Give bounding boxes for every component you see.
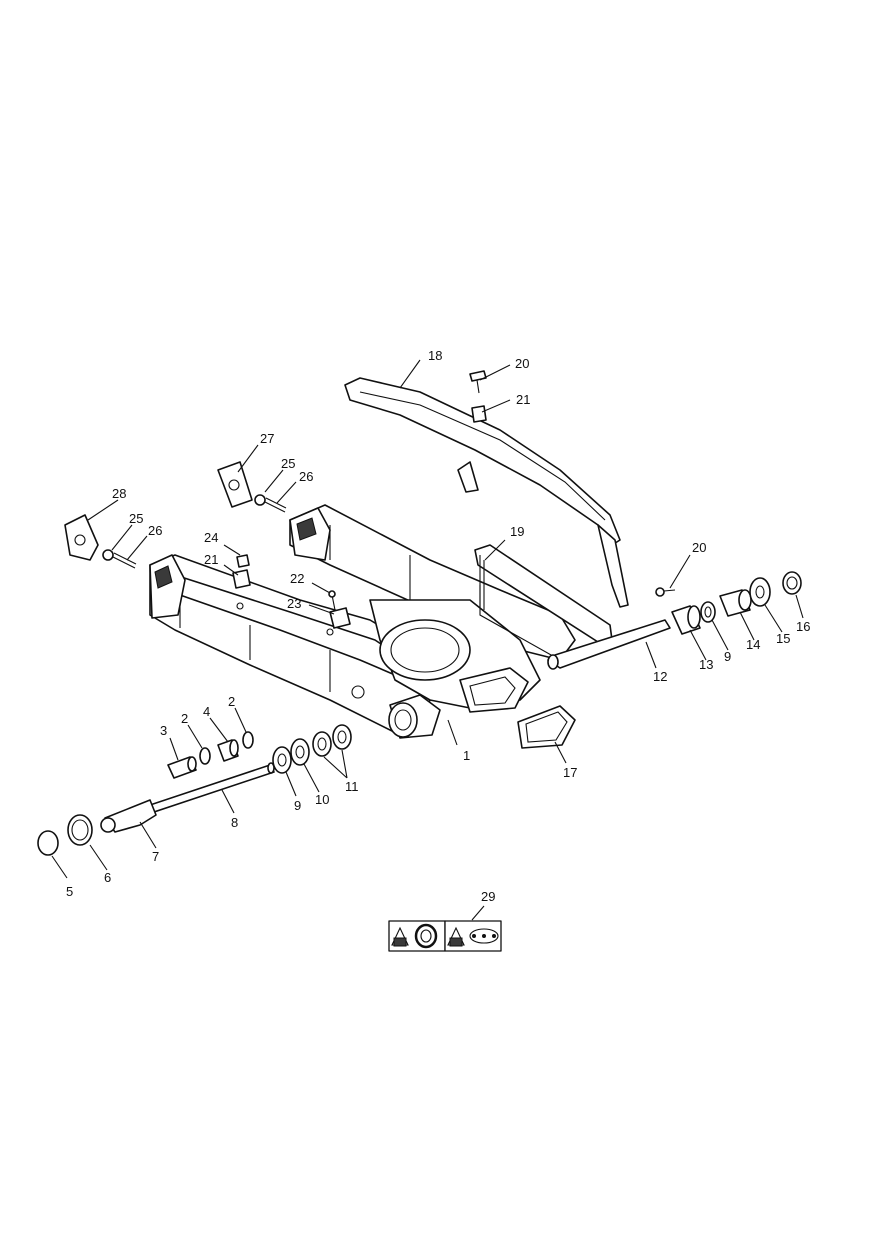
cap-24 (236, 554, 250, 568)
nut-21-top (471, 405, 487, 423)
callout-28: 28 (112, 486, 126, 501)
cap-5 (37, 830, 59, 856)
pivot-adjuster-7 (100, 799, 157, 833)
adjuster-plate-27 (217, 461, 253, 508)
callout-27: 27 (260, 431, 274, 446)
spacer-13 (671, 605, 701, 635)
washer-10 (290, 738, 310, 766)
callout-8: 8 (231, 815, 238, 830)
warning-nut-torque-icon (391, 926, 409, 947)
callout-10: 10 (315, 792, 329, 807)
callout-5: 5 (66, 884, 73, 899)
callout-13: 13 (699, 657, 713, 672)
bush-14 (719, 589, 752, 617)
seal-2-right (242, 731, 254, 749)
bolt-22 (328, 590, 336, 611)
bearing-icon (414, 923, 438, 949)
sleeve-3 (167, 756, 197, 779)
callout-16: 16 (796, 619, 810, 634)
adjuster-block-28 (64, 514, 99, 561)
callout-3: 3 (160, 723, 167, 738)
washer-11a (312, 731, 332, 757)
callout-11: 11 (345, 779, 359, 794)
adjuster-bolt-left (102, 549, 137, 569)
bolt-20-top (469, 370, 487, 394)
callout-20-right: 20 (692, 540, 706, 555)
callout-25-left: 25 (129, 511, 143, 526)
washer-9-right (700, 601, 716, 623)
washer-9-left (272, 746, 292, 774)
chain-icon (469, 928, 499, 944)
chain-guard (344, 377, 629, 608)
callout-20-top: 20 (515, 356, 529, 371)
clamp-6 (67, 814, 93, 846)
callout-9-left: 9 (294, 798, 301, 813)
callout-14: 14 (746, 637, 760, 652)
callout-24: 24 (204, 530, 218, 545)
bearing-4 (217, 739, 239, 762)
warning-nut-torque-icon-2 (447, 926, 465, 947)
callout-19: 19 (510, 524, 524, 539)
callout-1: 1 (463, 748, 470, 763)
rubber-seal-17 (517, 705, 576, 749)
service-icons-box (388, 920, 502, 952)
seal-2-left (199, 747, 211, 765)
callout-9-right: 9 (724, 649, 731, 664)
spindle-12 (547, 619, 671, 670)
callout-23: 23 (287, 596, 301, 611)
callout-12: 12 (653, 669, 667, 684)
washer-15 (749, 577, 771, 607)
callout-7: 7 (152, 849, 159, 864)
callout-26-right: 26 (299, 469, 313, 484)
callout-25-right: 25 (281, 456, 295, 471)
callout-6: 6 (104, 870, 111, 885)
callout-2-left: 2 (181, 711, 188, 726)
bolt-20-right (655, 587, 676, 597)
callout-22: 22 (290, 571, 304, 586)
cap-16 (782, 571, 802, 595)
callout-26-left: 26 (148, 523, 162, 538)
leader-lines (51, 359, 804, 921)
callout-4: 4 (203, 704, 210, 719)
callout-18: 18 (428, 348, 442, 363)
callout-29: 29 (481, 889, 495, 904)
callout-17: 17 (563, 765, 577, 780)
callout-21-left: 21 (204, 552, 218, 567)
swingarm (149, 504, 576, 739)
callout-15: 15 (776, 631, 790, 646)
washer-11b (332, 724, 352, 750)
adjuster-bolt-right (254, 494, 287, 513)
callout-2-right: 2 (228, 694, 235, 709)
callout-labels: 1 18 20 21 19 20 27 25 26 28 25 26 24 21… (66, 348, 810, 904)
callout-21-top: 21 (516, 392, 530, 407)
bracket-23 (329, 607, 351, 629)
